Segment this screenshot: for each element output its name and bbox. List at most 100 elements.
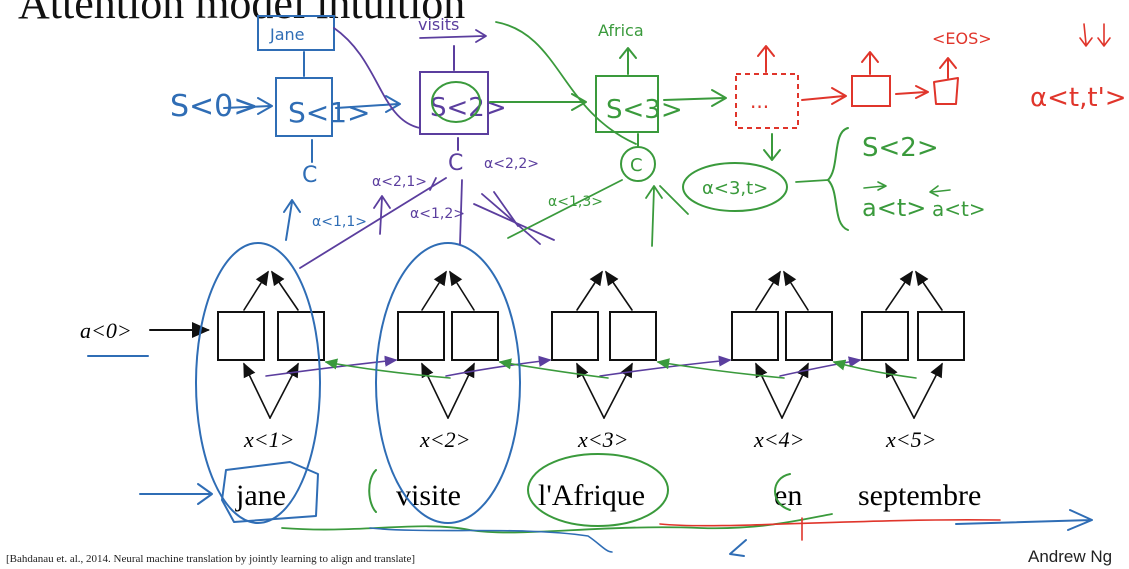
circle-en-word — [774, 473, 791, 511]
purple-annotations: S<2> visits C α<2,1> α<2,2> α<1,2> — [299, 15, 555, 269]
circle-visite-column — [375, 242, 521, 524]
input-arrows — [243, 362, 943, 419]
arrow-dots-out — [757, 45, 775, 73]
fwd-cell-5 — [861, 311, 909, 361]
decoder-cell-dots — [735, 73, 799, 129]
decoder-cell-3 — [595, 75, 659, 133]
bwd-cell-1 — [277, 311, 325, 361]
word-visite: visite — [396, 479, 461, 512]
decoder-cell-last — [933, 77, 959, 105]
fwd-cell-3 — [551, 311, 599, 361]
alpha-22-stroke — [493, 191, 519, 227]
arrow-dots-next — [801, 87, 847, 105]
right-label-a-bwd: a<t> — [932, 197, 986, 221]
arrow-alpha-11 — [283, 199, 301, 241]
input-label-3: x<3> — [577, 427, 628, 452]
decoder-cell-1 — [275, 77, 333, 137]
label-alpha-tt: α<t,t'> — [1030, 83, 1127, 113]
output-label-1: Jane — [269, 25, 305, 44]
label-c3: C — [630, 155, 643, 176]
arrow-t-down — [1079, 23, 1093, 47]
author-credit: Andrew Ng — [1028, 547, 1113, 566]
circle-alpha-3t — [682, 162, 788, 212]
label-c2: C — [448, 151, 463, 176]
arrow-to-jane — [139, 483, 213, 505]
bwd-link-1 — [324, 358, 451, 379]
fwd-cell-2 — [397, 311, 445, 361]
arrow-s3-s4 — [663, 89, 727, 107]
arrow-s3-alpha — [763, 133, 781, 161]
arrow-after-septembre — [955, 509, 1093, 531]
bwd-cell-4 — [785, 311, 833, 361]
output-box-1 — [257, 15, 335, 51]
alpha-13-line — [507, 179, 623, 239]
label-eos: <EOS> — [932, 29, 992, 48]
arrow-alpha-13-strokes — [473, 193, 555, 245]
word-septembre: septembre — [858, 479, 981, 512]
alpha-21-line — [299, 177, 447, 269]
circle-jane-column — [195, 242, 321, 524]
slide-title: Attention model intuition — [18, 0, 466, 28]
link-alpha-brace — [795, 179, 829, 183]
bwd-cell-3 — [609, 311, 657, 361]
connector-bottom-green — [281, 513, 833, 534]
circle-visite-word — [368, 469, 377, 513]
arrow-next-last — [895, 85, 929, 99]
arrow-alpha-21 — [373, 195, 391, 235]
label-c1: C — [302, 163, 317, 188]
right-label-s2: S<2> — [862, 133, 939, 163]
encoder-rnn: a<0> — [80, 270, 981, 512]
link-alpha3t-c3 — [659, 185, 689, 215]
decoder-cell-next — [851, 75, 891, 107]
red-annotations: ... <EOS> α<t,t'> — [659, 23, 1127, 541]
box-jane — [221, 461, 319, 523]
word-jane: jane — [235, 479, 286, 512]
input-label-2: x<2> — [419, 427, 470, 452]
label-dots: ... — [750, 89, 769, 113]
feed-visits-to-s3 — [495, 21, 637, 145]
output-arrows — [243, 270, 943, 311]
input-label-1: x<1> — [243, 427, 294, 452]
connector-bottom-red — [659, 518, 1001, 527]
a0-label: a<0> — [80, 318, 132, 343]
label-alpha-22: α<2,2> — [484, 156, 539, 172]
fwd-link-4 — [779, 356, 862, 377]
bwd-cell-5 — [917, 311, 965, 361]
blue-annotations: S<0> S<1> Jane C α<1,1> — [139, 15, 1093, 557]
output-label-3: Africa — [598, 21, 644, 40]
word-en: en — [774, 479, 802, 512]
tick-c2 — [429, 177, 437, 191]
word-lafrique: l'Afrique — [538, 479, 645, 512]
fwd-cell-4 — [731, 311, 779, 361]
fwd-cell-1 — [217, 311, 265, 361]
output-label-2: visits — [418, 15, 459, 34]
underline-visits — [419, 29, 487, 43]
label-alpha-13: α<1,3> — [548, 194, 603, 210]
arrow-next-out — [861, 51, 879, 75]
feed-jane-to-s2 — [333, 27, 421, 129]
citation: [Bahdanau et. al., 2014. Neural machine … — [6, 553, 416, 565]
label-alpha-11: α<1,1> — [312, 214, 367, 230]
arrow-s1-s2 — [335, 95, 401, 113]
label-alpha-12: α<1,2> — [410, 206, 465, 222]
circle-lafrique-word — [527, 453, 669, 527]
label-alpha-21: α<2,1> — [372, 174, 427, 190]
arrow-s0-s1 — [223, 97, 273, 115]
arrow-citation — [729, 539, 747, 557]
input-label-5: x<5> — [885, 427, 936, 452]
arrow-into-c3 — [645, 185, 663, 247]
bwd-link-4 — [832, 359, 917, 379]
green-annotations: Africa S<3> C α<1,3> α<3,t> S<2> a<t> a<… — [281, 21, 986, 553]
bwd-link-3 — [656, 358, 785, 379]
input-label-4: x<4> — [753, 427, 804, 452]
connector-bottom-blue — [369, 527, 613, 553]
fwd-arrow-over-a — [863, 181, 887, 191]
alpha-22-line — [459, 179, 463, 245]
decoder-cell-2 — [419, 71, 489, 135]
label-s1: S<1> — [288, 96, 371, 129]
bwd-link-2 — [498, 358, 609, 379]
brace — [827, 127, 849, 231]
arrow-tprime-down — [1097, 23, 1111, 47]
bwd-cell-2 — [451, 311, 499, 361]
